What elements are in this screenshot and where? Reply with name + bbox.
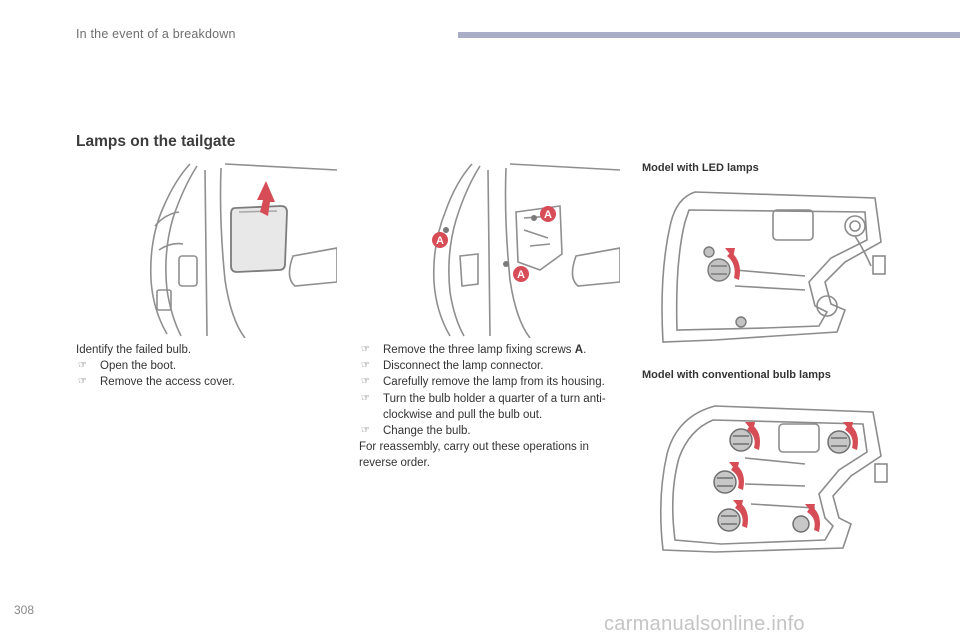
arrow-bullet-icon: ☞ xyxy=(361,392,370,404)
step-disconnect: ☞Disconnect the lamp connector. xyxy=(359,358,629,374)
screw-label-a-1: A xyxy=(540,206,556,222)
arrow-bullet-icon: ☞ xyxy=(361,376,370,388)
step-turn-holder: ☞Turn the bulb holder a quarter of a tur… xyxy=(361,392,606,421)
screw-label-a-1-text: A xyxy=(544,209,552,221)
arrow-bullet-icon: ☞ xyxy=(361,344,370,355)
screw-label-a-3-text: A xyxy=(517,269,525,281)
figure-fixing-screws: A A A xyxy=(432,163,620,338)
step-open-boot: ☞Open the boot. xyxy=(76,358,316,374)
screw-label-a-3: A xyxy=(513,266,529,282)
step-remove-screws: ☞Remove the three lamp fixing screws A. xyxy=(359,342,629,358)
column-2-instructions: ☞Remove the three lamp fixing screws A. … xyxy=(359,342,629,472)
page-header-title: In the event of a breakdown xyxy=(76,27,236,41)
screw-label-a-2: A xyxy=(432,232,448,248)
led-model-label: Model with LED lamps xyxy=(642,162,759,174)
arrow-bullet-icon: ☞ xyxy=(78,360,87,372)
figure-access-cover xyxy=(149,163,337,338)
arrow-bullet-icon: ☞ xyxy=(361,425,370,437)
intro-text: Identify the failed bulb. xyxy=(76,344,192,356)
screw-reference: A xyxy=(574,344,584,356)
watermark: carmanualsonline.info xyxy=(604,613,805,635)
column-1-instructions: Identify the failed bulb. ☞Open the boot… xyxy=(76,342,316,391)
conventional-model-label: Model with conventional bulb lamps xyxy=(642,369,831,381)
arrow-bullet-icon: ☞ xyxy=(361,360,370,372)
header-decor-bar xyxy=(458,32,960,38)
page-number: 308 xyxy=(14,603,35,617)
figure-conventional-lamp xyxy=(659,405,888,553)
section-title: Lamps on the tailgate xyxy=(76,133,236,150)
step-remove-lamp: ☞Carefully remove the lamp from its hous… xyxy=(359,374,629,390)
step-change-bulb: ☞Change the bulb. xyxy=(359,423,629,439)
screw-label-a-2-text: A xyxy=(436,235,444,247)
reassembly-text: For reassembly, carry out these operatio… xyxy=(359,441,589,470)
arrow-bullet-icon: ☞ xyxy=(78,376,87,388)
step-remove-cover: ☞Remove the access cover. xyxy=(76,374,316,390)
figure-led-lamp xyxy=(661,191,886,343)
